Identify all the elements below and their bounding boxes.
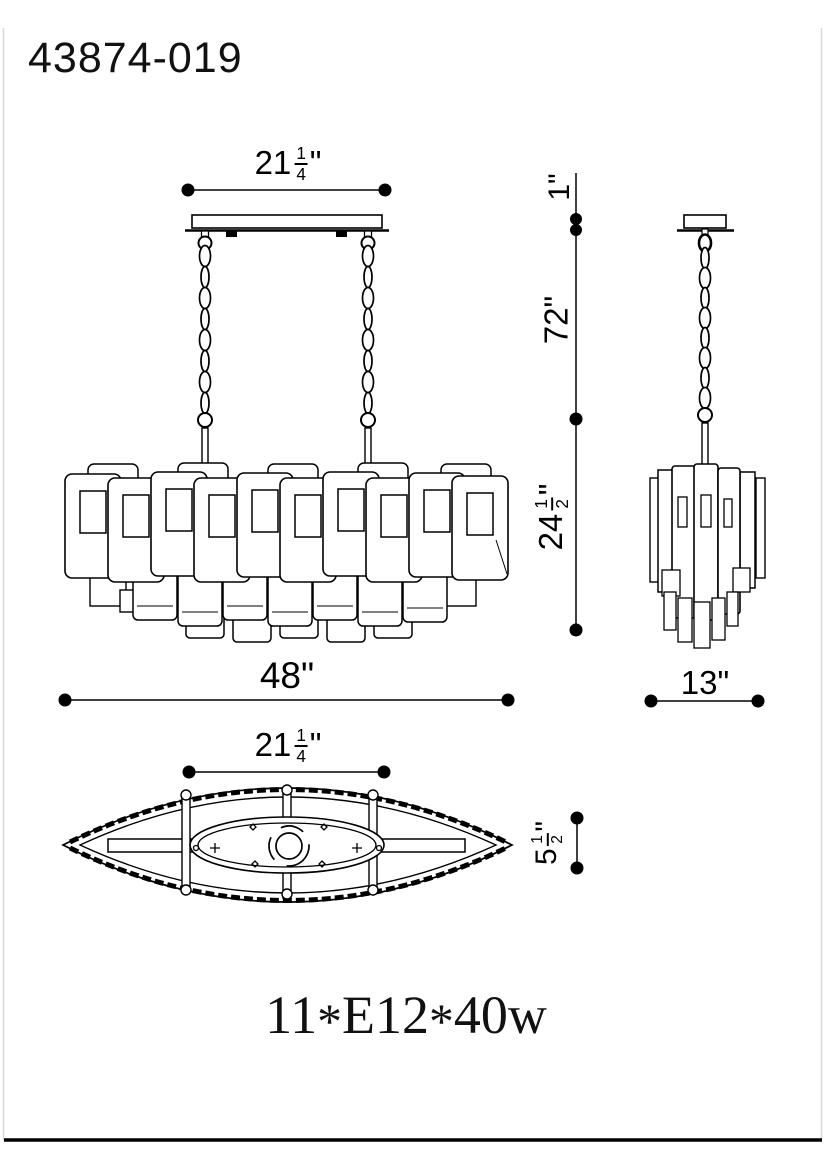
dim-unit: " <box>543 173 576 184</box>
front-view <box>58 183 515 707</box>
watt-unit: w <box>507 985 547 1045</box>
socket-type: E12 <box>342 985 429 1045</box>
dim-line-fixture-depth <box>644 694 765 708</box>
front-chain-right <box>360 230 376 477</box>
dim-value: 24 <box>532 513 570 551</box>
dim-label-chain-length: 72 " <box>537 295 575 345</box>
dim-value: 1 <box>543 183 576 201</box>
dim-line-canopy-width <box>181 183 392 197</box>
page-frame <box>2 28 823 1142</box>
side-body <box>649 463 766 649</box>
asterisk: * <box>429 993 454 1049</box>
dim-label-fixture-width: 48 " <box>260 657 314 694</box>
dim-line-fixture-width <box>58 693 515 707</box>
plan-center-hub <box>268 825 310 867</box>
dim-label-canopy-width: 21 1 4 " <box>254 144 322 184</box>
asterisk: * <box>317 993 342 1049</box>
dim-label-body-height: 24 1 2 " <box>531 483 572 551</box>
front-canopy <box>185 214 389 237</box>
dim-value: 5 <box>529 848 563 866</box>
dim-label-fixture-depth: 13 " <box>681 666 729 699</box>
dim-unit: " <box>529 820 563 832</box>
front-body <box>64 462 509 643</box>
plan-detail-marks <box>192 823 383 868</box>
side-canopy <box>677 214 734 232</box>
dim-label-plan-frame-height: 5 1 2 " <box>528 820 566 866</box>
dim-value: 21 <box>254 144 292 181</box>
dim-fraction: 1 4 <box>294 144 309 184</box>
dim-label-plan-canopy-width: 21 1 4 " <box>254 726 322 766</box>
dim-fraction: 1 4 <box>294 726 309 766</box>
dim-value: 48 <box>259 655 302 696</box>
dim-unit: " <box>537 295 575 308</box>
dim-unit: " <box>301 655 315 696</box>
dim-value: 21 <box>254 726 292 763</box>
dim-unit: " <box>717 664 730 701</box>
dim-line-plan-frame-height <box>570 811 584 875</box>
dim-fraction: 1 2 <box>528 833 566 846</box>
dim-label-canopy-height: 1 " <box>543 173 576 201</box>
lamp-count: 11 <box>265 985 318 1045</box>
side-view <box>644 214 766 708</box>
dim-unit: " <box>532 483 570 496</box>
dim-value: 72 <box>537 307 575 345</box>
dim-value: 13 <box>680 664 718 701</box>
dim-line-plan-canopy-width <box>182 765 391 779</box>
lamping-spec: 11*E12*40w <box>265 985 547 1046</box>
plan-view <box>61 765 584 903</box>
side-chain <box>697 228 713 474</box>
drawing-number: 43874-019 <box>28 34 243 82</box>
front-chain-left <box>197 230 213 477</box>
wattage: 40 <box>453 985 508 1045</box>
dim-line-vertical-stack <box>569 173 583 637</box>
dim-fraction: 1 2 <box>531 496 572 511</box>
dim-unit: " <box>309 144 322 181</box>
dim-unit: " <box>309 726 322 763</box>
